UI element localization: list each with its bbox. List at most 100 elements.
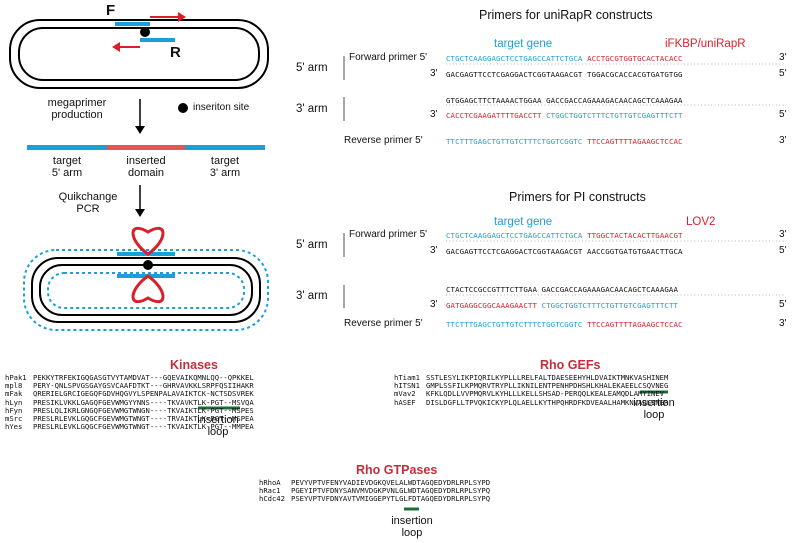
unirapr-reverse-text: Reverse primer (344, 135, 413, 146)
pi-reverse-text: Reverse primer (344, 318, 413, 329)
pi-forward-text: Forward primer (349, 229, 417, 240)
pi-forward-target: CTGCTCAAGGAGCTCCTGAGCCATTCTGCA (446, 231, 583, 240)
sequence: PGEYIPTVFDNYSANVMVDGKPVNLGLWDTAGQEDYDRLR… (291, 486, 491, 496)
sequence-name: hITSN1 (394, 381, 420, 391)
gefs-alignment: hTiam1 SSTLESYLIKPIQRILKYPLLLRELFALTDAESE… (394, 373, 669, 407)
alignment-row: hTiam1 SSTLESYLIKPIQRILKYPLLLRELFALTDAESE… (394, 373, 669, 382)
gtpases-title: Rho GTPases (356, 463, 438, 477)
kinases-loop-line1: insertion (197, 414, 239, 426)
unirapr-arm3-bottom-seq: CACCTCGAAGATTTTGACCTT CTGGCTGGTCTTTCTGTT… (446, 111, 683, 120)
pi-reverse-5prime: 5' (415, 318, 423, 329)
sequence-name: hLyn (5, 397, 23, 407)
gefs-loop-line1: insertion (633, 397, 675, 409)
gtpases-loop-label: insertion loop (382, 515, 442, 539)
gtpases-loop-line2: loop (401, 527, 423, 539)
pi-reverse-insert: TTCCAGTTTTAGAAGCTCCAC (587, 320, 683, 329)
segment-right-line1: target (210, 155, 240, 167)
primer-f-label: F (106, 2, 116, 19)
unirapr-arm3-top-seq: GTGGAGCTTCTAAAACTGGAA GACCGACCAGAAAGACAA… (446, 96, 683, 105)
hybridization-ticks (446, 63, 786, 296)
step1-line2: production (51, 109, 103, 121)
pi-arm3-label: 3' arm (296, 290, 328, 302)
segment-right-label: target 3' arm (185, 155, 265, 179)
unirapr-title: Primers for uniRapR constructs (479, 8, 653, 22)
sequence-name: mSrc (5, 414, 23, 424)
pi-header-target: target gene (494, 216, 553, 228)
pi-arm3-bottom-target: CTGGCTGGTCTTTCTGTTGTCGAGTTTCTT (541, 301, 679, 310)
unirapr-forward-label: Forward primer 5' (349, 52, 427, 63)
pi-arm3-3prime: 3' (430, 299, 438, 310)
unirapr-arm3-bottom-target: CTGGCTGGTCTTTCTGTTGTCGAGTTTCTT (546, 111, 683, 120)
unirapr-arm5-label: 5' arm (296, 62, 328, 74)
pi-reverse-seq: TTCTTTGAGCTGTTGTCTTTCTGGTCGGTC TTCCAGTTT… (446, 320, 683, 329)
gtpases-loop-line1: insertion (391, 515, 433, 527)
segment-middle-line2: domain (127, 167, 165, 179)
gefs-title: Rho GEFs (540, 358, 601, 372)
sequence: PSEYVPTVFDNYAVTVMIGGEPYTLGLFDTAGQEDYDRLR… (291, 494, 491, 504)
sequence: PERY-QNLSPVGSGAYGSVCAAFDTKT---GHRVAVKKLS… (33, 381, 254, 391)
pi-bottom-3prime: 3' (430, 245, 438, 256)
sequence-name: mVav2 (394, 389, 416, 399)
step2-line1: Quikchange (58, 191, 118, 203)
sequence: PRESLRLEVKLGQGCFGEVWMGTWNGT----TKVAIKTLK… (33, 422, 254, 432)
unirapr-forward-text: Forward primer (349, 52, 417, 63)
unirapr-bottom-5prime: 5' (779, 68, 787, 79)
alignment-row: hRhoA PEVYVPTVFENYVADIEVDGKQVELALWDTAGQED… (259, 478, 491, 487)
insertion-site-label: inseriton site (193, 102, 250, 113)
unirapr-reverse-insert: TTCCAGTTTTAGAAGCTCCAC (587, 137, 683, 146)
sequence-name: hPak1 (5, 373, 27, 382)
segment-left-line2: 5' arm (51, 167, 83, 179)
unirapr-forward-3prime: 3' (779, 52, 787, 63)
pi-reverse-label: Reverse primer 5' (344, 318, 423, 329)
sequence-name: hRhoA (259, 478, 281, 487)
sequence-name: hRac1 (259, 486, 281, 496)
pi-reverse-3prime: 3' (779, 318, 787, 329)
pi-forward-label: Forward primer 5' (349, 229, 427, 240)
step2-label: Quikchange PCR (48, 191, 128, 215)
unirapr-reverse-label: Reverse primer 5' (344, 135, 423, 146)
pi-arm3-bottom-seq: GATGAGGCGGCAAAGAACTT CTGGCTGGTCTTTCTGTTG… (446, 301, 678, 310)
segment-middle-label: inserted domain (107, 155, 185, 179)
sequence: SSTLESYLIKPIQRILKYPLLLRELFALTDAESEEHYHLD… (426, 373, 669, 382)
kinases-loop-label: insertion loop (188, 414, 248, 438)
unirapr-reverse-5prime: 5' (415, 135, 423, 146)
primer-r-label: R (170, 44, 181, 61)
segment-left-label: target 5' arm (27, 155, 107, 179)
unirapr-arm3-label: 3' arm (296, 103, 328, 115)
pi-arm3-top-seq: CTACTCCGCCGTTTCTTGAA GACCGACCAGAAAGACAAC… (446, 285, 679, 294)
pi-arm5-label: 5' arm (296, 239, 328, 251)
pi-forward-seq: CTGCTCAAGGAGCTCCTGAGCCATTCTGCA TTGGCTACT… (446, 231, 683, 240)
sequence-name: hASEF (394, 397, 416, 407)
pi-title: Primers for PI constructs (509, 190, 646, 204)
unirapr-arm3-bottom-insert: CACCTCGAAGATTTTGACCTT (446, 111, 542, 120)
unirapr-forward-target: CTGCTCAAGGAGCTCCTGAGCCATTCTGCA (446, 54, 583, 63)
unirapr-reverse-target: TTCTTTGAGCTGTTGTCTTTCTGGTCGGTC (446, 137, 583, 146)
step1-line1: megaprimer (47, 97, 107, 109)
sequence: PEVYVPTVFENYVADIEVDGKQVELALWDTAGQEDYDRLR… (291, 478, 491, 487)
unirapr-header-target: target gene (494, 38, 553, 50)
step2-line2: PCR (76, 203, 100, 215)
segment-left-line1: target (52, 155, 82, 167)
megaprimer-bar (27, 145, 265, 150)
step1-label: megaprimer production (32, 97, 122, 121)
pi-arm3-bottom-insert: GATGAGGCGGCAAAGAACTT (446, 301, 537, 310)
segment-middle-line1: inserted (126, 155, 166, 167)
gefs-loop-label: insertion loop (624, 397, 684, 421)
sequence: PRESLQLIKRLGNGQFGEVWMGTWNGN----TKVAIKTLK… (33, 405, 254, 415)
segment-right-line2: 3' arm (209, 167, 241, 179)
unirapr-forward-seq: CTGCTCAAGGAGCTCCTGAGCCATTCTGCA ACCTGCGTG… (446, 54, 683, 63)
pi-forward-3prime: 3' (779, 229, 787, 240)
sequence-name: hTiam1 (394, 373, 420, 382)
sequence-name: mFak (5, 389, 23, 399)
pi-header-insert: LOV2 (686, 216, 716, 228)
